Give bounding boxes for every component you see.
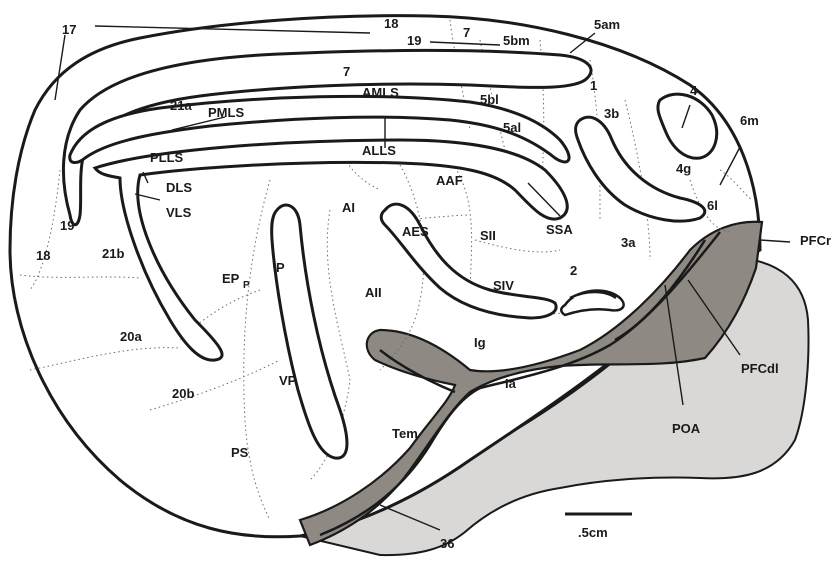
label-4: 4 [690, 83, 698, 98]
label-plls: PLLS [150, 150, 184, 165]
label-pfcdl: PFCdl [741, 361, 779, 376]
label-17: 17 [62, 22, 76, 37]
label-19-left: 19 [60, 218, 74, 233]
label-aii: AII [365, 285, 382, 300]
label-vls: VLS [166, 205, 192, 220]
label-3b: 3b [604, 106, 619, 121]
label-5bm: 5bm [503, 33, 530, 48]
label-ps: PS [231, 445, 249, 460]
label-siv: SIV [493, 278, 514, 293]
label-7-mid: 7 [343, 64, 350, 79]
label-ep: EP [222, 271, 240, 286]
label-18-top: 18 [384, 16, 398, 31]
label-ep-subscript: P [243, 280, 250, 291]
label-2: 2 [570, 263, 577, 278]
label-ai: AI [342, 200, 355, 215]
scale-label: .5cm [578, 525, 608, 540]
label-19-top: 19 [407, 33, 421, 48]
label-pmls: PMLS [208, 105, 244, 120]
label-aes: AES [402, 224, 429, 239]
label-tem: Tem [392, 426, 418, 441]
label-poa: POA [672, 421, 701, 436]
label-ig: Ig [474, 335, 486, 350]
label-5bl: 5bl [480, 92, 499, 107]
label-amls: AMLS [362, 85, 399, 100]
label-7-top: 7 [463, 25, 470, 40]
label-vp: VP [279, 373, 297, 388]
label-20a: 20a [120, 329, 142, 344]
label-6l: 6l [707, 198, 718, 213]
label-18-left: 18 [36, 248, 50, 263]
label-ia: Ia [505, 376, 517, 391]
label-36: 36 [440, 536, 454, 551]
label-aaf: AAF [436, 173, 463, 188]
label-1: 1 [590, 78, 597, 93]
label-3a: 3a [621, 235, 636, 250]
label-dls: DLS [166, 180, 192, 195]
label-alls: ALLS [362, 143, 396, 158]
label-5am: 5am [594, 17, 620, 32]
label-sii: SII [480, 228, 496, 243]
label-4g: 4g [676, 161, 691, 176]
label-pfcr: PFCr [800, 233, 831, 248]
label-20b: 20b [172, 386, 194, 401]
label-21a: 21a [170, 98, 192, 113]
label-5al: 5al [503, 120, 521, 135]
label-6m: 6m [740, 113, 759, 128]
label-p: P [276, 260, 285, 275]
label-ssa: SSA [546, 222, 573, 237]
label-21b: 21b [102, 246, 124, 261]
